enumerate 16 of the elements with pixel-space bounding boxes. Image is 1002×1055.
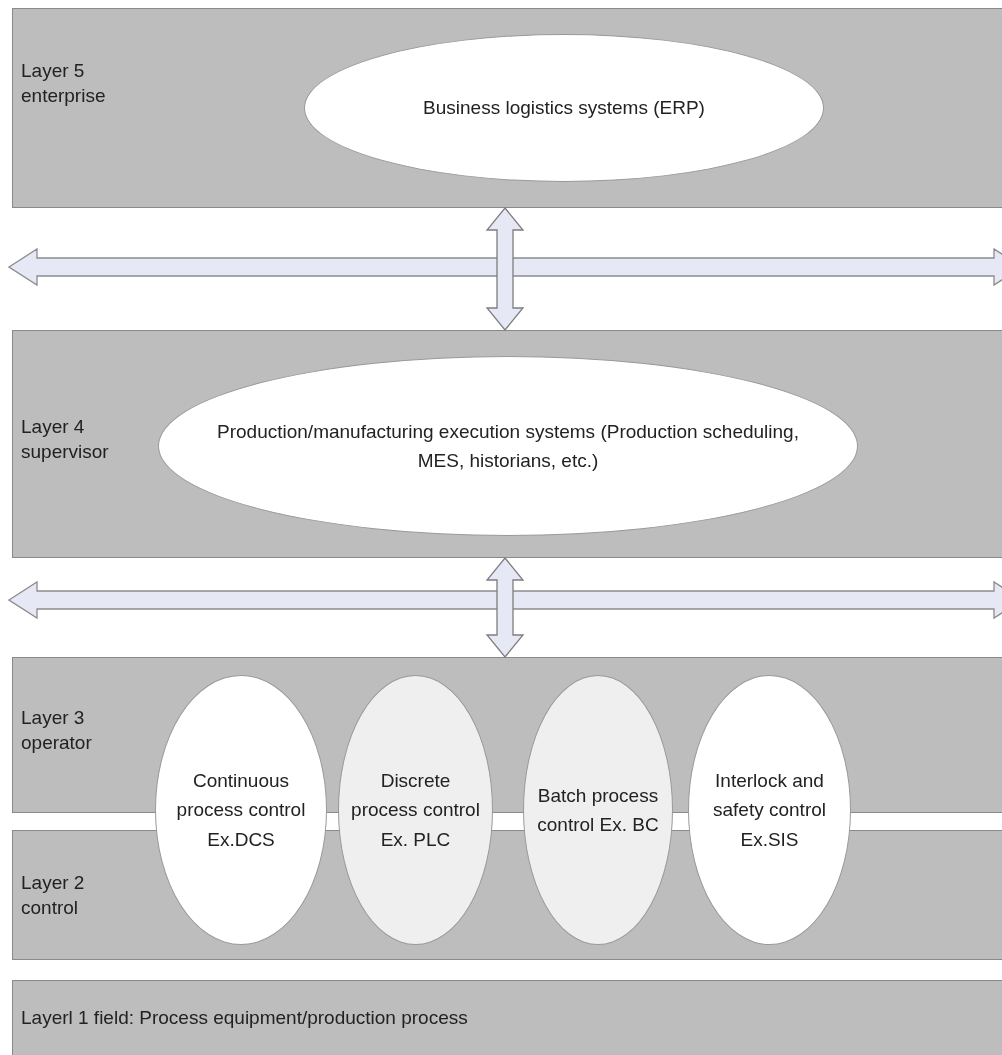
layer-band: [12, 8, 1002, 208]
system-label: Business logistics systems (ERP): [423, 96, 705, 121]
layer-label: Layer 2 control: [21, 871, 86, 920]
double-arrow: [485, 206, 525, 332]
system-label: Production/manufacturing execution systems (Production scheduling, MES, historians, etc.): [216, 419, 800, 473]
layer-label: Layer 5 enterprise: [21, 59, 107, 108]
layer-label: Layer 4 supervisor: [21, 415, 110, 464]
system-label: Discrete process control Ex. PLC: [350, 768, 481, 852]
system-label: Continuous process control Ex.DCS: [175, 768, 307, 852]
system-label: Batch process control Ex. BC: [536, 783, 660, 837]
double-arrow: [485, 556, 525, 659]
layer-band: [12, 330, 1002, 558]
layer-label: Layerl 1 field: Process equipment/production process: [21, 1006, 468, 1030]
system-label: Interlock and safety control Ex.SIS: [712, 768, 827, 852]
layer-band: [12, 980, 1002, 1055]
layer-label: Layer 3 operator: [21, 706, 93, 755]
